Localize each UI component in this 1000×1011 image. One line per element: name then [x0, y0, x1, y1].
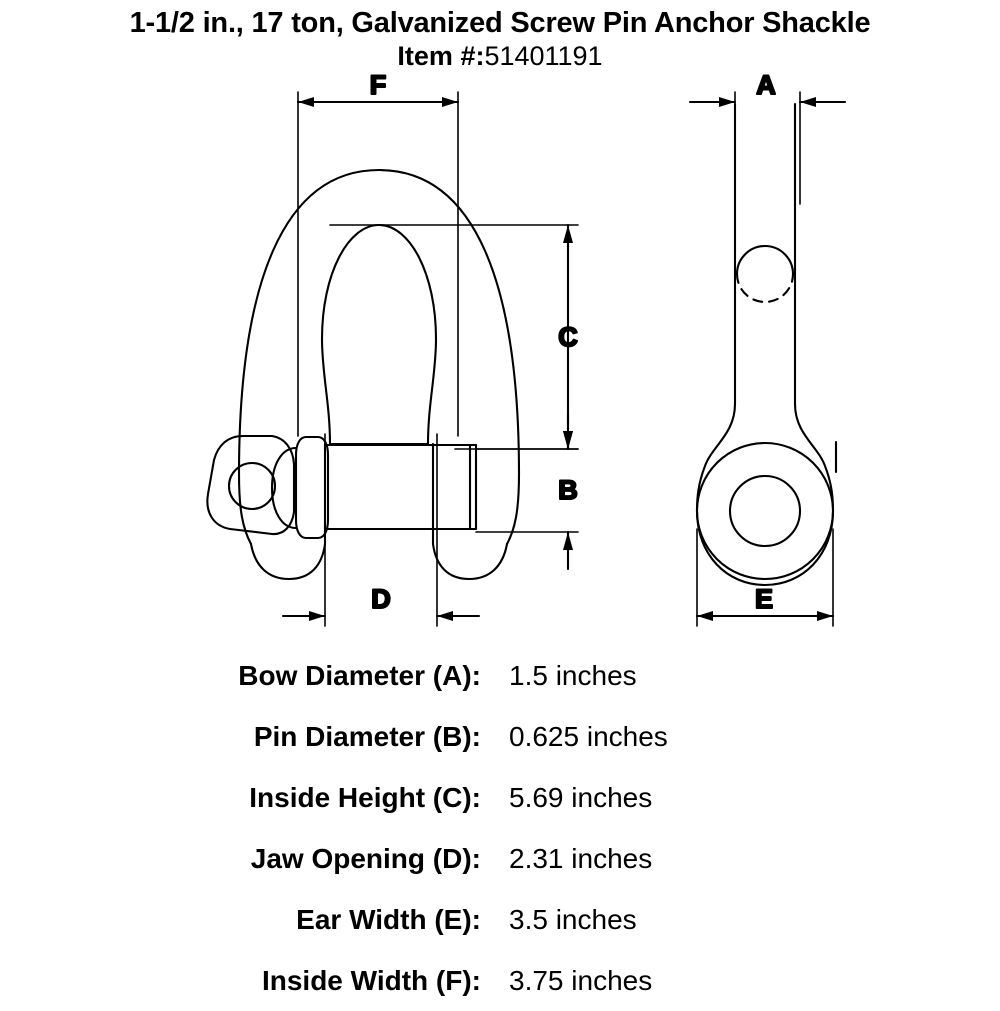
spec-value-inside-width: 3.75 inches: [509, 964, 653, 996]
dimension-label-F: F: [370, 74, 387, 100]
table-row: Jaw Opening (D): 2.31 inches: [0, 828, 1000, 889]
left-leg-outer: [237, 472, 253, 546]
table-row: Pin Diameter (B): 0.625 inches: [0, 706, 1000, 767]
screw-pin-body: [323, 443, 478, 531]
item-number-label: Item #:: [397, 41, 485, 71]
spec-label-inside-height: Inside Height (C):: [249, 781, 481, 813]
dimension-B: [563, 412, 573, 571]
dimension-label-C: C: [558, 322, 578, 352]
spec-value-bow-diameter: 1.5 inches: [509, 659, 637, 691]
side-view-body-outline: [695, 102, 835, 587]
right-ear-outline: [431, 542, 509, 581]
technical-drawing: F C B D: [0, 74, 1000, 644]
front-view-extension-lines: [297, 91, 579, 627]
right-leg-outer: [505, 472, 521, 546]
bow-inner-opening: [320, 223, 438, 446]
dimension-label-E: E: [755, 584, 773, 614]
dimension-label-A: A: [756, 74, 776, 100]
side-view-group: A E: [688, 74, 847, 627]
side-view-ear-outer-circle: [695, 441, 835, 581]
side-view-pin-hole-hidden: [735, 272, 795, 304]
spec-value-jaw-opening: 2.31 inches: [509, 842, 653, 874]
table-row: Inside Width (F): 3.75 inches: [0, 950, 1000, 1011]
specifications-table: Bow Diameter (A): 1.5 inches Pin Diamete…: [0, 645, 1000, 1011]
spec-value-inside-height: 5.69 inches: [509, 781, 653, 813]
dimension-label-B: B: [558, 475, 578, 505]
side-view-pin-hole-solid: [735, 244, 795, 276]
table-row: Inside Height (C): 5.69 inches: [0, 767, 1000, 828]
table-row: Bow Diameter (A): 1.5 inches: [0, 645, 1000, 706]
spec-value-ear-width: 3.5 inches: [509, 903, 637, 935]
spec-label-pin-diameter: Pin Diameter (B):: [253, 720, 481, 752]
page-title: 1-1/2 in., 17 ton, Galvanized Screw Pin …: [129, 7, 871, 39]
bow-outer-profile: [237, 168, 521, 476]
front-view-group: F C B D: [206, 74, 579, 627]
dimension-E: [695, 611, 835, 621]
dimension-A: [688, 97, 847, 107]
spec-value-pin-diameter: 0.625 inches: [509, 720, 668, 752]
screw-pin-head: [206, 434, 330, 540]
item-number-line: Item #:51401191: [0, 40, 1000, 72]
table-row: Ear Width (E): 3.5 inches: [0, 889, 1000, 950]
title-block: 1-1/2 in., 17 ton, Galvanized Screw Pin …: [0, 0, 1000, 72]
item-number-value: 51401191: [484, 41, 603, 71]
dimension-F: [296, 97, 460, 107]
spec-label-ear-width: Ear Width (E):: [296, 903, 481, 935]
spec-label-jaw-opening: Jaw Opening (D):: [250, 842, 481, 874]
dimension-label-D: D: [371, 584, 391, 614]
spec-label-inside-width: Inside Width (F):: [261, 964, 481, 996]
spec-label-bow-diameter: Bow Diameter (A):: [238, 659, 481, 691]
dimension-D: [281, 611, 481, 621]
left-ear-outline: [249, 542, 327, 581]
side-view-ear-hole: [728, 474, 802, 548]
